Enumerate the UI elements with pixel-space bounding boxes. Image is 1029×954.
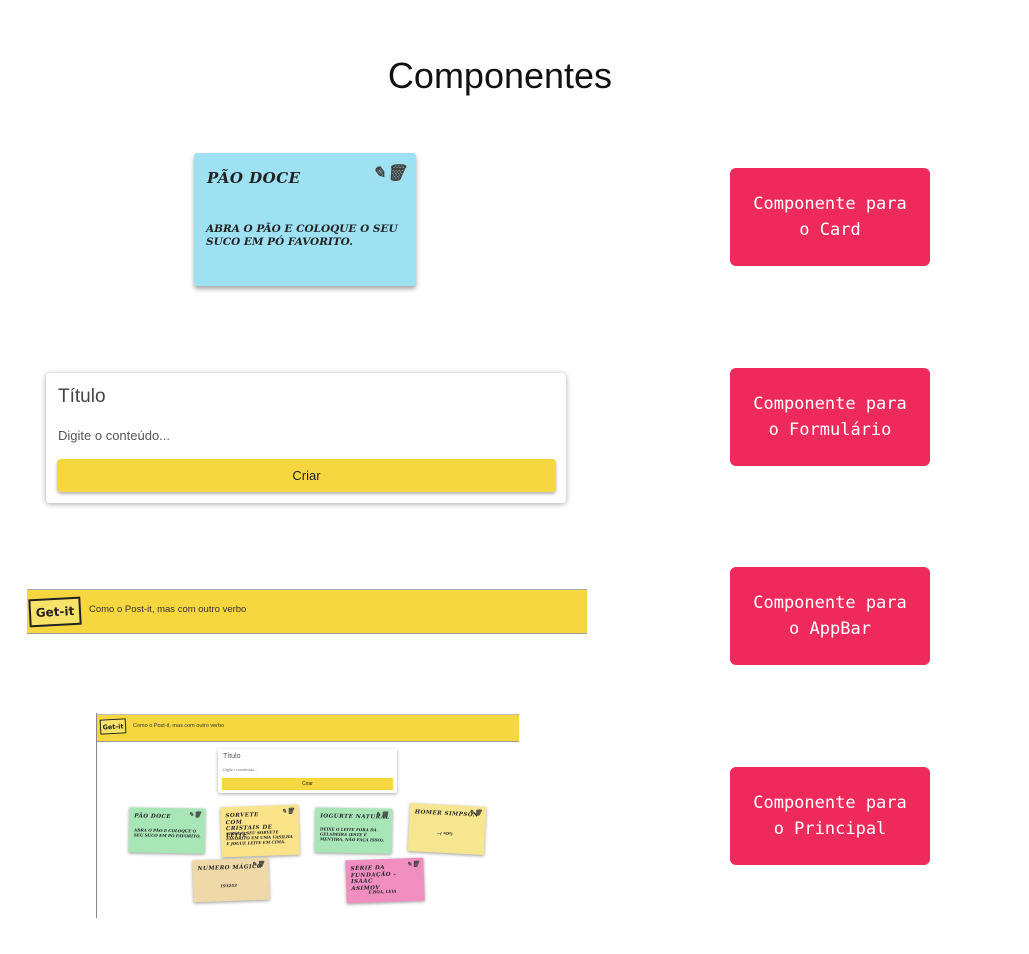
edit-icon[interactable]: ✎ xyxy=(372,163,386,182)
note-body: Sirva o seu sorvete favorito em uma vasi… xyxy=(225,829,293,847)
mini-note: Série da Fundação - Isaac Asimov ✎🗑 É bo… xyxy=(345,857,425,904)
label-appbar-line1: Componente para xyxy=(753,593,907,613)
mini-appbar: Get-it Como o Post-it, mas com outro ver… xyxy=(97,714,519,742)
card-actions: ✎🗑 xyxy=(372,163,406,182)
note-actions: ✎🗑 xyxy=(407,861,420,868)
note-actions: ✎🗑 xyxy=(252,861,265,868)
label-principal-line1: Componente para xyxy=(753,793,907,813)
mini-note: Numero mágico ✎🗑 193253 xyxy=(192,857,270,903)
trash-icon[interactable]: 🗑 xyxy=(193,811,202,819)
form-component-example: Título Digite o conteúdo... Criar xyxy=(46,373,566,503)
mini-app-logo[interactable]: Get-it xyxy=(99,718,127,735)
note-body: ~( ºoº) xyxy=(436,830,453,837)
note-actions: ✎🗑 xyxy=(282,808,295,815)
appbar-component-example: Get-it Como o Post-it, mas com outro ver… xyxy=(27,589,587,634)
mini-title-input[interactable]: Título xyxy=(223,753,241,760)
card-title: Pão doce xyxy=(207,169,301,187)
note-actions: ✎🗑 xyxy=(469,809,482,817)
card-component-example: Pão doce ✎🗑 Abra o pão e coloque o seu s… xyxy=(194,153,416,286)
label-principal: Componente para o Principal xyxy=(730,767,930,865)
note-actions: ✎🗑 xyxy=(376,811,389,818)
label-card-line1: Componente para xyxy=(753,194,907,214)
mini-note: Sorvete com cristais de leite ✎🗑 Sirva o… xyxy=(220,804,300,858)
mini-note: Pão doce ✎🗑 Abra o pão e coloque o seu s… xyxy=(128,807,206,854)
trash-icon[interactable]: 🗑 xyxy=(256,860,265,869)
note-body: Abra o pão e coloque o seu suco em pó fa… xyxy=(133,827,201,839)
app-subtitle: Como o Post-it, mas com outro verbo xyxy=(89,604,247,615)
label-appbar-line2: o AppBar xyxy=(789,619,871,639)
trash-icon[interactable]: 🗑 xyxy=(474,809,483,817)
note-body: É boa, leia xyxy=(368,888,397,895)
note-body: 193253 xyxy=(220,882,237,889)
label-form-line2: o Formulário xyxy=(768,420,892,440)
mini-app-subtitle: Como o Post-it, mas com outro verbo xyxy=(133,723,225,729)
mini-form: Título Digite o conteúdo... Criar xyxy=(218,749,397,793)
create-button[interactable]: Criar xyxy=(57,459,556,492)
app-logo[interactable]: Get-it xyxy=(28,596,82,628)
mini-content-input[interactable]: Digite o conteúdo... xyxy=(223,767,258,772)
trash-icon[interactable]: 🗑 xyxy=(286,807,295,816)
note-title: Pão doce xyxy=(134,813,172,821)
trash-icon[interactable]: 🗑 xyxy=(380,811,389,819)
mini-note: Iogurte natural ✎🗑 Deixe o leite fora da… xyxy=(314,807,393,854)
note-body: Deixe o leite fora da geladeira (este é … xyxy=(319,826,385,843)
mini-create-button[interactable]: Criar xyxy=(222,778,393,790)
label-card-line2: o Card xyxy=(799,220,861,240)
content-input[interactable]: Digite o conteúdo... xyxy=(58,428,171,443)
label-principal-line2: o Principal xyxy=(773,819,887,839)
note-actions: ✎🗑 xyxy=(189,811,202,818)
label-card: Componente para o Card xyxy=(730,168,930,266)
label-appbar: Componente para o AppBar xyxy=(730,567,930,665)
label-form: Componente para o Formulário xyxy=(730,368,930,466)
title-input[interactable]: Título xyxy=(58,386,106,407)
label-form-line1: Componente para xyxy=(753,394,907,414)
card-body: Abra o pão e coloque o seu suco em pó fa… xyxy=(206,223,398,248)
trash-icon[interactable]: 🗑 xyxy=(385,163,406,182)
page-title: Componentes xyxy=(387,55,613,96)
principal-component-example: Get-it Como o Post-it, mas com outro ver… xyxy=(96,713,519,918)
trash-icon[interactable]: 🗑 xyxy=(411,860,420,869)
mini-note: Homer Simpson ✎🗑 ~( ºoº) xyxy=(407,803,487,855)
